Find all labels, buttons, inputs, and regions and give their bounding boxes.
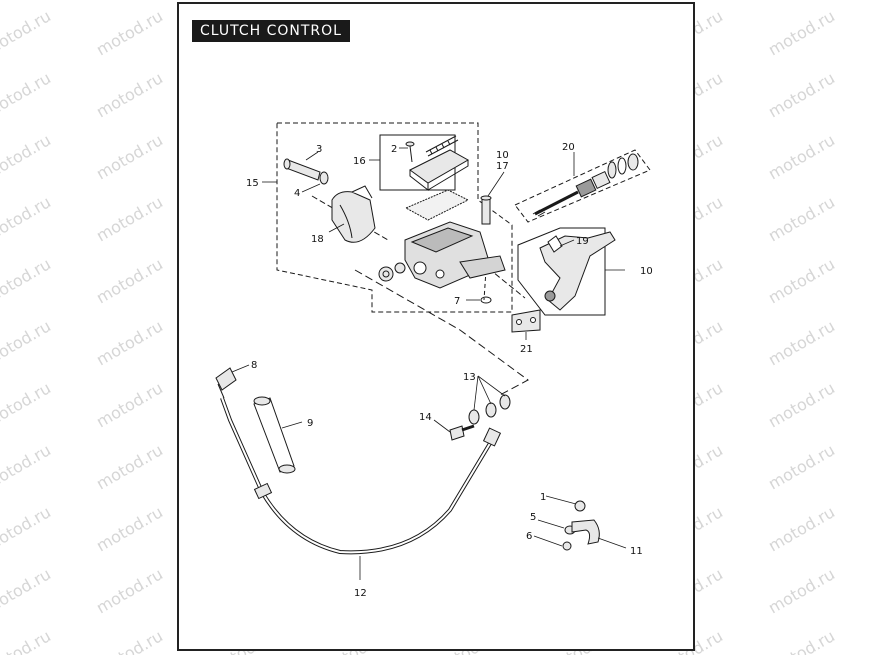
part-12-clutch-hose (220, 397, 502, 555)
assembly-outline-15 (276, 122, 513, 313)
callout-21: 21 (520, 344, 533, 355)
callout-18: 18 (311, 234, 324, 245)
part-7-ring (480, 296, 492, 304)
callout-6: 6 (526, 531, 532, 542)
reservoir-gasket (404, 189, 470, 221)
callout-14: 14 (419, 412, 432, 423)
callout-1: 1 (540, 492, 546, 503)
guide-line (354, 269, 529, 396)
callout-10-right: 10 (640, 266, 653, 277)
bracket-lever-10 (517, 227, 606, 316)
guide-line (311, 195, 389, 241)
callout-10-top: 10 (496, 150, 509, 161)
part-4-washer (319, 171, 329, 185)
master-cylinder-body (404, 221, 506, 289)
callout-4: 4 (294, 188, 300, 199)
bracket-16 (379, 134, 456, 191)
callout-11: 11 (630, 546, 643, 557)
guide-line (483, 269, 487, 301)
part-8-fitting (215, 367, 237, 399)
reservoir-cover (409, 149, 470, 192)
callout-20: 20 (562, 142, 575, 153)
callout-17: 17 (496, 161, 509, 172)
part-19-lever (539, 231, 616, 311)
part-3-bolt (283, 158, 321, 181)
part-18-clamp (331, 185, 376, 243)
callout-7: 7 (454, 296, 460, 307)
callout-16: 16 (353, 156, 366, 167)
callout-5: 5 (530, 512, 536, 523)
callout-12: 12 (354, 588, 367, 599)
callout-3: 3 (316, 144, 322, 155)
part-13-washers (468, 394, 511, 425)
callout-8: 8 (251, 360, 257, 371)
callout-19: 19 (576, 236, 589, 247)
part-20-piston-assembly (532, 153, 639, 217)
guide-line (487, 267, 526, 299)
part-1-nut (574, 500, 586, 512)
part-17-pivot-pin (480, 195, 492, 225)
part-14-banjo-bolt (449, 424, 475, 441)
page-title: CLUTCH CONTROL (192, 20, 350, 42)
part-9-sleeve (253, 396, 296, 474)
part-2-screw (405, 141, 415, 163)
callout-13: 13 (463, 372, 476, 383)
callout-15: 15 (246, 178, 259, 189)
callout-9: 9 (307, 418, 313, 429)
bracket-20 (514, 149, 651, 223)
part-11-clip (571, 519, 600, 545)
banjo-nut (378, 262, 406, 282)
part-6-nut (562, 541, 572, 551)
callout-2: 2 (391, 144, 397, 155)
diagram-frame (177, 2, 695, 651)
part-21-bracket (511, 309, 541, 333)
part-2-spring (425, 135, 459, 157)
